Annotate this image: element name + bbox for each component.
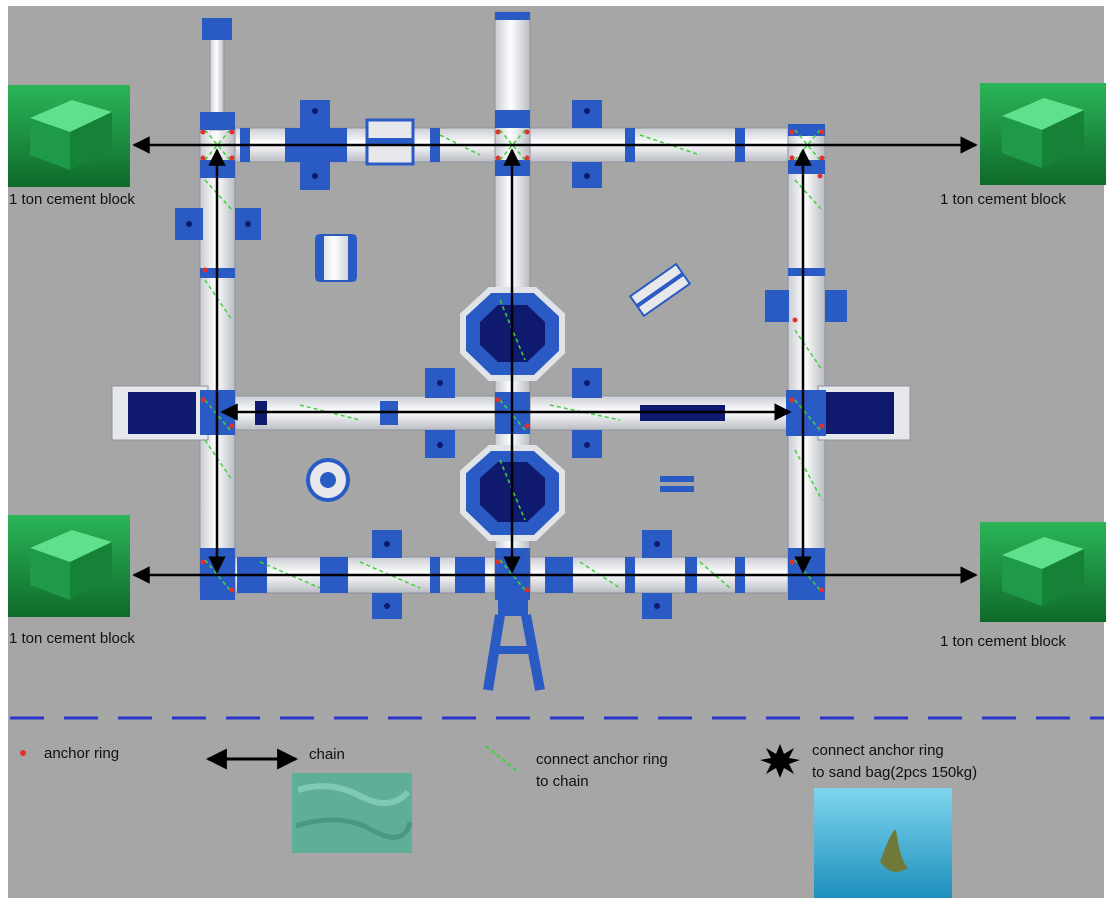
- legend-connect-chain-line1: connect anchor ring: [536, 751, 668, 768]
- cement-block-bottom-left: [8, 515, 130, 617]
- cement-block-label-bottom-right: 1 ton cement block: [940, 633, 1066, 650]
- chain-photo: [292, 773, 413, 853]
- legend-chain-label: chain: [309, 746, 345, 763]
- legend-connect-sandbag-line1: connect anchor ring: [812, 742, 944, 759]
- trampoline-float: [306, 458, 350, 502]
- roller-float: [315, 234, 357, 282]
- cement-block-bottom-right: [980, 522, 1106, 622]
- chain-arrows: [132, 136, 978, 584]
- legend-connect-sandbag-line2: to sand bag(2pcs 150kg): [812, 764, 978, 781]
- cement-block-label-top-left: 1 ton cement block: [9, 191, 135, 208]
- cement-block-label-bottom-left: 1 ton cement block: [9, 630, 135, 647]
- left-end-pad: [111, 385, 209, 441]
- right-end-pad: [817, 385, 911, 441]
- ladder-float: [628, 262, 692, 318]
- swing-box: [365, 118, 415, 166]
- slide-tower: [483, 598, 545, 691]
- black-starburst-icon: [760, 744, 800, 778]
- small-bar-float: [660, 476, 694, 492]
- legend-anchor-ring-label: anchor ring: [44, 745, 120, 762]
- anchor-ring-legend-icon: [20, 750, 26, 756]
- legend-connect-chain-line2: to chain: [536, 773, 589, 790]
- side-pads: [175, 100, 847, 619]
- cement-block-top-left: [8, 85, 130, 187]
- cement-block-label-top-right: 1 ton cement block: [940, 191, 1066, 208]
- anchor-rings: [200, 129, 825, 593]
- sand-bag-photo: [814, 788, 952, 898]
- cement-block-top-right: [980, 83, 1106, 185]
